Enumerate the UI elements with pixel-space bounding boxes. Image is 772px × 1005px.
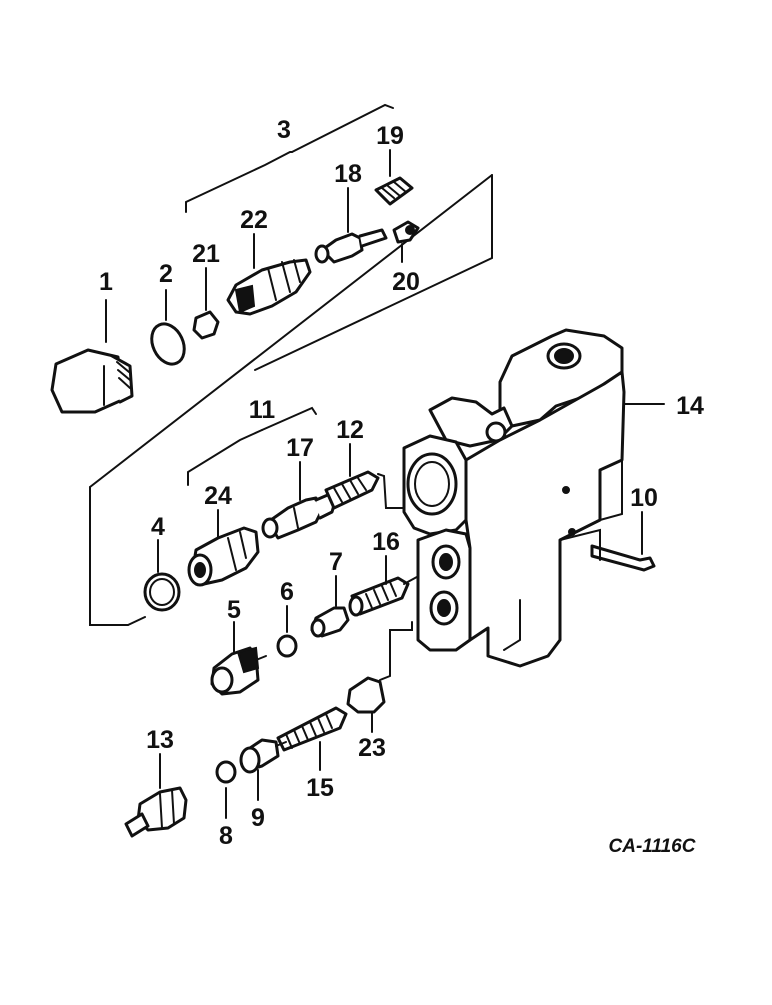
callout-16: 16 bbox=[372, 528, 400, 556]
drawing-code: CA-1116C bbox=[609, 836, 696, 857]
callout-11: 11 bbox=[249, 396, 276, 424]
callout-14: 14 bbox=[676, 392, 704, 420]
callout-6: 6 bbox=[280, 578, 294, 606]
part-24-spool-body bbox=[187, 509, 260, 587]
part-23-cap bbox=[346, 621, 413, 733]
part-6-o-ring bbox=[276, 605, 298, 658]
callout-13: 13 bbox=[146, 726, 174, 754]
part-14-housing bbox=[402, 328, 665, 668]
group-bracket-3 bbox=[185, 103, 394, 213]
callout-2: 2 bbox=[159, 260, 173, 288]
callout-8: 8 bbox=[219, 822, 233, 850]
callout-21: 21 bbox=[192, 240, 220, 268]
part-15-spring bbox=[276, 706, 348, 771]
part-16-spring bbox=[348, 555, 427, 617]
group-outline bbox=[89, 174, 493, 626]
callout-23: 23 bbox=[358, 734, 386, 762]
callout-22: 22 bbox=[240, 206, 268, 234]
part-13-fitting bbox=[124, 753, 188, 838]
part-19-spring bbox=[374, 149, 414, 206]
callout-7: 7 bbox=[329, 548, 343, 576]
callout-labels: 1 2 3 4 5 6 7 8 9 10 11 12 13 14 15 16 1… bbox=[99, 116, 704, 850]
part-5-fitting bbox=[210, 621, 267, 696]
part-18-pin bbox=[314, 187, 388, 264]
callout-10: 10 bbox=[630, 484, 658, 512]
callout-3: 3 bbox=[277, 116, 291, 144]
part-1-plug bbox=[50, 299, 134, 414]
part-21-poppet bbox=[192, 267, 220, 340]
part-4-ring bbox=[143, 539, 181, 612]
callout-12: 12 bbox=[336, 416, 364, 444]
part-10-pin bbox=[590, 511, 656, 572]
callout-24: 24 bbox=[204, 482, 232, 510]
callout-18: 18 bbox=[334, 160, 362, 188]
callout-1: 1 bbox=[99, 268, 113, 296]
callout-15: 15 bbox=[306, 774, 334, 802]
callout-4: 4 bbox=[151, 513, 165, 541]
group-bracket-11 bbox=[187, 406, 317, 486]
callout-19: 19 bbox=[376, 122, 404, 150]
part-22-valve-body bbox=[226, 233, 312, 316]
part-20-small-part bbox=[392, 220, 420, 263]
part-17-poppet bbox=[261, 461, 338, 540]
callout-9: 9 bbox=[251, 804, 265, 832]
part-7-poppet bbox=[310, 575, 350, 638]
part-8-o-ring bbox=[215, 760, 237, 819]
callout-17: 17 bbox=[286, 434, 314, 462]
part-2-o-ring bbox=[150, 289, 186, 366]
callout-5: 5 bbox=[227, 596, 241, 624]
part-9-poppet bbox=[239, 738, 287, 801]
part-12-spring bbox=[324, 443, 417, 510]
callout-20: 20 bbox=[392, 268, 420, 296]
